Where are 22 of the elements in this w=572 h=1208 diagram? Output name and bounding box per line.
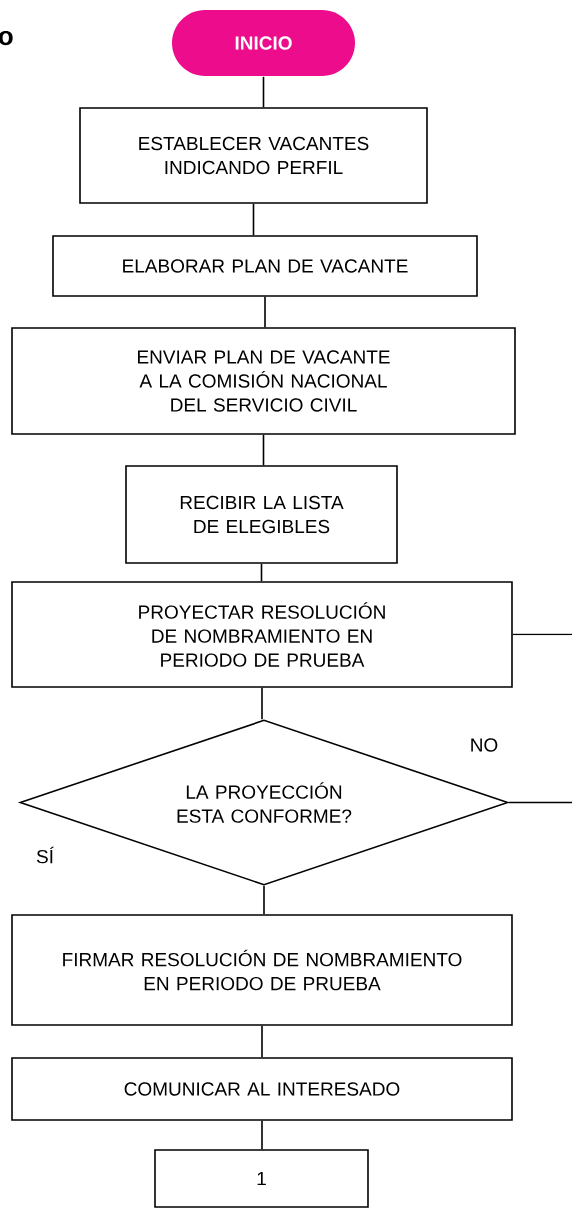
connector-line: [264, 296, 266, 328]
connector-line: [262, 76, 265, 108]
edge-label: NO: [468, 737, 500, 753]
start-terminal: INICIO: [172, 10, 355, 76]
connector-line: [252, 203, 255, 236]
process-box: 1: [154, 1149, 369, 1208]
connector-line: [512, 633, 572, 636]
process-box: COMUNICAR AL INTERESADO: [11, 1057, 513, 1121]
process-box: ELABORAR PLAN DE VACANTE: [52, 235, 478, 297]
connector-line: [508, 801, 572, 804]
connector-line: [261, 1120, 263, 1150]
process-box: FIRMAR RESOLUCIÓN DE NOMBRAMIENTO EN PERIODO DE PRUEBA: [11, 914, 513, 1026]
connector-line: [261, 1025, 263, 1058]
connector-line: [263, 885, 265, 915]
branch-label: SÍ: [36, 846, 54, 864]
process-box: RECIBIR LA LISTA DE ELEGIBLES: [125, 465, 398, 564]
connector-line: [262, 434, 265, 466]
process-box: ENVIAR PLAN DE VACANTE A LA COMISIÓN NACIONAL DEL SERVICIO CIVIL: [11, 327, 516, 435]
process-box: PROYECTAR RESOLUCIÓN DE NOMBRAMIENTO EN PERIODO DE PRUEBA: [11, 581, 513, 688]
process-box: ESTABLECER VACANTES INDICANDO PERFIL: [79, 107, 428, 204]
connector-line: [260, 563, 263, 582]
connector-line: [261, 687, 263, 720]
